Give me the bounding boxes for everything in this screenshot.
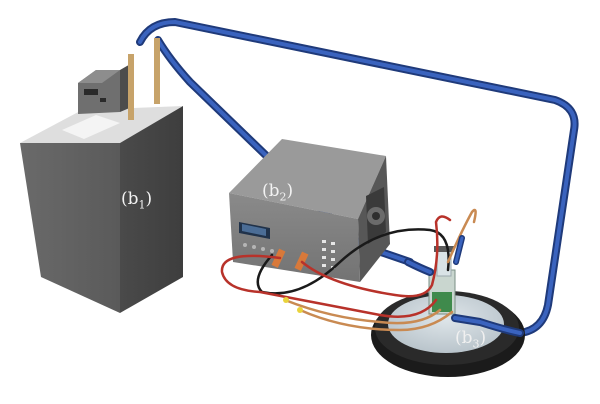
label-b1: (b1) [121, 189, 153, 212]
label-b3-sub: 3 [472, 337, 480, 351]
wiring [220, 208, 477, 332]
controller-b2 [229, 139, 390, 282]
label-b1-sub: 1 [138, 198, 146, 212]
label-b2: (b2) [262, 181, 294, 204]
tube-loop-front [404, 235, 524, 337]
label-b3-base: b [461, 328, 473, 348]
cell-platform-b3 [371, 246, 525, 377]
label-b2-base: b [268, 181, 280, 201]
thermostatic-bath-b1 [20, 38, 183, 313]
label-b1-base: b [127, 189, 139, 209]
label-b3: (b3) [455, 328, 487, 351]
label-b2-sub: 2 [279, 190, 287, 204]
